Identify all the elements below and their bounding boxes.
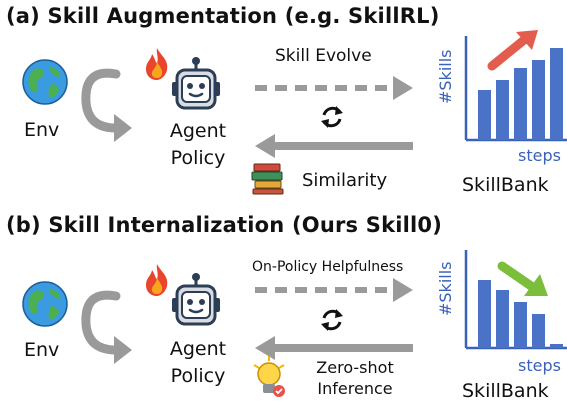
bar — [532, 314, 545, 348]
fire-icon — [143, 46, 171, 82]
skillbank-chart-down — [436, 244, 567, 384]
dashed-arrow-right — [255, 278, 415, 302]
bar — [514, 302, 527, 348]
loop-arrow-icon — [76, 286, 136, 364]
chart-xlabel: steps — [518, 146, 561, 165]
policy-label: Policy — [170, 365, 226, 387]
panel-a-title: (a) Skill Augmentation (e.g. SkillRL) — [6, 4, 440, 28]
cycle-arrows-icon — [318, 103, 346, 131]
bar — [478, 280, 491, 348]
lightbulb-icon — [250, 355, 288, 399]
skillbank-caption: SkillBank — [462, 380, 549, 402]
robot-icon — [170, 56, 222, 116]
agent-label: Agent — [169, 120, 227, 142]
chart-ylabel: #Skills — [436, 261, 455, 317]
bar — [550, 344, 563, 348]
trend-up-arrow — [487, 35, 529, 71]
solid-arrow-left — [253, 134, 415, 158]
solid-arrow-left — [253, 336, 415, 360]
bar — [478, 90, 491, 140]
skill-evolve-label: Skill Evolve — [275, 46, 372, 66]
bar — [550, 48, 563, 140]
chart-xlabel: steps — [518, 356, 561, 375]
trend-down-arrow — [497, 261, 539, 293]
inference-label: Inference — [317, 379, 393, 398]
zero-shot-label: Zero-shot — [316, 358, 394, 377]
bar — [532, 60, 545, 140]
bar — [496, 80, 509, 140]
loop-arrow-icon — [76, 64, 136, 142]
env-label: Env — [24, 339, 60, 361]
on-policy-label: On-Policy Helpfulness — [252, 259, 404, 275]
agent-label: Agent — [169, 338, 227, 360]
robot-icon — [170, 272, 222, 332]
globe-icon — [21, 58, 69, 106]
bar — [514, 68, 527, 140]
bar — [496, 290, 509, 348]
fire-icon — [143, 262, 171, 298]
books-icon — [250, 160, 286, 196]
chart-ylabel: #Skills — [436, 49, 455, 105]
skillbank-caption: SkillBank — [462, 174, 549, 196]
similarity-label: Similarity — [302, 170, 388, 191]
globe-icon — [21, 280, 69, 328]
env-label: Env — [24, 119, 60, 141]
dashed-arrow-right — [255, 76, 415, 100]
skillbank-chart-up — [436, 30, 567, 170]
policy-label: Policy — [170, 147, 226, 169]
cycle-arrows-icon — [318, 306, 346, 334]
panel-b-title: (b) Skill Internalization (Ours Skill0) — [6, 213, 443, 237]
